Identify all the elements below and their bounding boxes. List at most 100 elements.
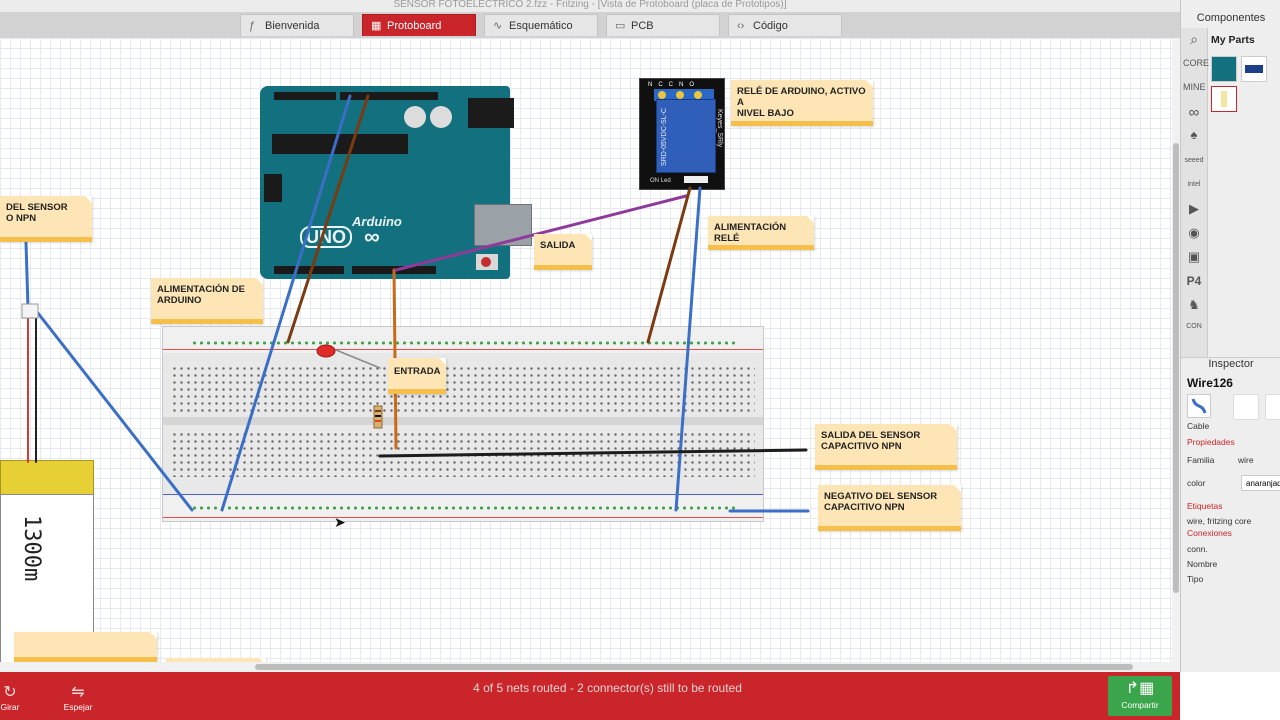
note-alimentacion-rele[interactable]: ALIMENTACIÓN RELÉ	[708, 216, 814, 250]
part-arduino-uno[interactable]	[1211, 56, 1237, 82]
mouse-cursor-icon: ➤	[334, 514, 346, 530]
bin-contrib-icon[interactable]: ◉	[1188, 225, 1200, 240]
wires-layer	[21, 94, 810, 513]
arduino-infinity-logo: ∞	[364, 224, 380, 249]
parts-sidebar: Componentes ⌕ CORE MINE ∞ ♠ seeed intel …	[1180, 0, 1280, 672]
breadboard-canvas[interactable]: Arduino UNO ∞ NCCNO SRD-05VDC-SL-C Keyes…	[0, 38, 1172, 662]
relay-module[interactable]: NCCNO SRD-05VDC-SL-C Keyes_SRly ON Led	[639, 78, 725, 190]
note-partial-bottom-1[interactable]	[14, 632, 157, 662]
inspector-color-select[interactable]: anaranjado	[1241, 475, 1280, 491]
bottom-toolbar: ↻ Girar ⇋ Espejar 4 of 5 nets routed - 2…	[0, 672, 1180, 720]
wire-blue-relay-gnd	[674, 186, 702, 512]
arduino-uno-board[interactable]: Arduino UNO ∞	[260, 86, 532, 279]
wire-brown-relay-power	[646, 186, 692, 344]
bin-con[interactable]: CON	[1186, 323, 1202, 330]
inspector-family-value: wire	[1238, 455, 1254, 465]
relay-pin-labels: NCCNO	[648, 82, 701, 88]
bin-pa-icon[interactable]: P4	[1186, 274, 1202, 288]
code-icon: ‹›	[737, 20, 745, 32]
inspector-part-name: Wire126	[1187, 376, 1233, 390]
rotate-button[interactable]: ↻ Girar	[0, 682, 32, 712]
bottom-power-rail	[163, 495, 763, 521]
bin-mine[interactable]: MINE	[1183, 82, 1206, 92]
bin-arduino-icon[interactable]: ∞	[1188, 104, 1200, 121]
tab-esquematico-label: Esquemático	[509, 20, 573, 32]
inspector-name-label: Nombre	[1187, 559, 1218, 569]
rotate-icon: ↻	[3, 684, 17, 701]
breadboard[interactable]	[162, 326, 764, 522]
tab-bienvenida-label: Bienvenida	[265, 20, 320, 32]
sensor-connector	[21, 303, 39, 319]
tab-esquematico[interactable]: ∿ Esquemático	[484, 14, 598, 36]
top-terminal-strip	[171, 365, 755, 413]
relay-coil-box: SRD-05VDC-SL-C	[656, 99, 716, 173]
tab-protoboard-label: Protoboard	[387, 20, 442, 32]
rotate-label: Girar	[0, 702, 20, 712]
canvas-vertical-scrollbar[interactable]	[1172, 38, 1180, 662]
parts-panel-title: Componentes	[1196, 12, 1266, 24]
inspector-properties-header: Propiedades	[1187, 437, 1235, 447]
fritzing-f-icon: ƒ	[249, 20, 256, 32]
inspector-family-label: Familia	[1187, 455, 1215, 465]
note-partial-bottom-2[interactable]	[166, 658, 266, 662]
bin-animal-icon[interactable]: ♞	[1188, 297, 1200, 312]
wire-icon	[1187, 394, 1211, 418]
top-power-rail	[163, 327, 763, 353]
bin-misc-icon[interactable]: ▣	[1187, 249, 1201, 264]
search-icon[interactable]: ⌕	[1190, 31, 1198, 47]
schematic-icon: ∿	[493, 20, 503, 32]
inspector-color-label: color	[1187, 478, 1206, 488]
note-entrada[interactable]: ENTRADA	[388, 358, 446, 394]
part-module[interactable]	[1241, 56, 1267, 82]
wire-purple-salida	[394, 194, 688, 272]
bin-sparkfun-icon[interactable]: ♠	[1190, 127, 1198, 142]
wire-blue-arduino-gnd	[220, 94, 352, 512]
bin-seeed-icon[interactable]: seeed	[1184, 157, 1204, 164]
arduino-icsp-header	[264, 174, 282, 202]
view-tab-bar: ƒ Bienvenida ▦ Protoboard ∿ Esquemático …	[0, 12, 1180, 39]
arduino-header-power	[274, 266, 344, 274]
led-leg	[335, 349, 381, 369]
tab-bienvenida[interactable]: ƒ Bienvenida	[240, 14, 354, 36]
tab-protoboard[interactable]: ▦ Protoboard	[362, 14, 476, 36]
routing-status: 4 of 5 nets routed - 2 connector(s) stil…	[473, 681, 742, 695]
arduino-chip	[272, 134, 408, 154]
breadboard-icon: ▦	[371, 20, 382, 32]
wire-black-salida-sensor	[378, 448, 808, 458]
wire-brown-arduino-5v	[286, 94, 370, 344]
relay-led-label: ON Led	[650, 178, 671, 184]
battery-top	[0, 460, 94, 496]
bin-core[interactable]: CORE	[1183, 58, 1210, 68]
red-led	[316, 344, 336, 358]
share-button[interactable]: ↱▦ Compartir	[1108, 676, 1172, 716]
bin-snootlab-icon[interactable]: ▶	[1189, 201, 1199, 216]
inspector-part-type: Cable	[1187, 421, 1210, 431]
mirror-button[interactable]: ⇋ Espejar	[56, 682, 100, 712]
tab-codigo[interactable]: ‹› Código	[728, 14, 842, 36]
bin-intel-icon[interactable]: intel	[1187, 181, 1201, 188]
inspector-connections-header: Conexiones	[1187, 528, 1232, 538]
arduino-brand-label: Arduino	[352, 214, 402, 229]
inspector-tags-value: wire, fritzing core	[1187, 516, 1252, 526]
inspector-type-label: Tipo	[1187, 574, 1204, 584]
note-salida[interactable]: SALIDA	[534, 234, 592, 270]
tab-pcb[interactable]: ▭ PCB	[606, 14, 720, 36]
mirror-icon: ⇋	[71, 684, 85, 701]
arduino-power-jack	[468, 98, 514, 128]
part-sensor[interactable]	[1211, 86, 1237, 112]
wire-blue-sensor-top	[24, 241, 30, 310]
share-label: Compartir	[1121, 700, 1159, 710]
my-parts-label: My Parts	[1211, 34, 1255, 46]
arduino-capacitor-1	[404, 106, 426, 128]
arduino-header-top-left	[274, 92, 336, 100]
canvas-horizontal-scrollbar[interactable]	[0, 662, 1180, 672]
window-title: SENSOR FOTOELÉCTRICO 2.fzz - Fritzing - …	[0, 0, 1180, 12]
tab-pcb-label: PCB	[631, 20, 654, 32]
inspector-tags-header: Etiquetas	[1187, 501, 1223, 511]
relay-brand-label: Keyes_SRly	[716, 109, 723, 148]
